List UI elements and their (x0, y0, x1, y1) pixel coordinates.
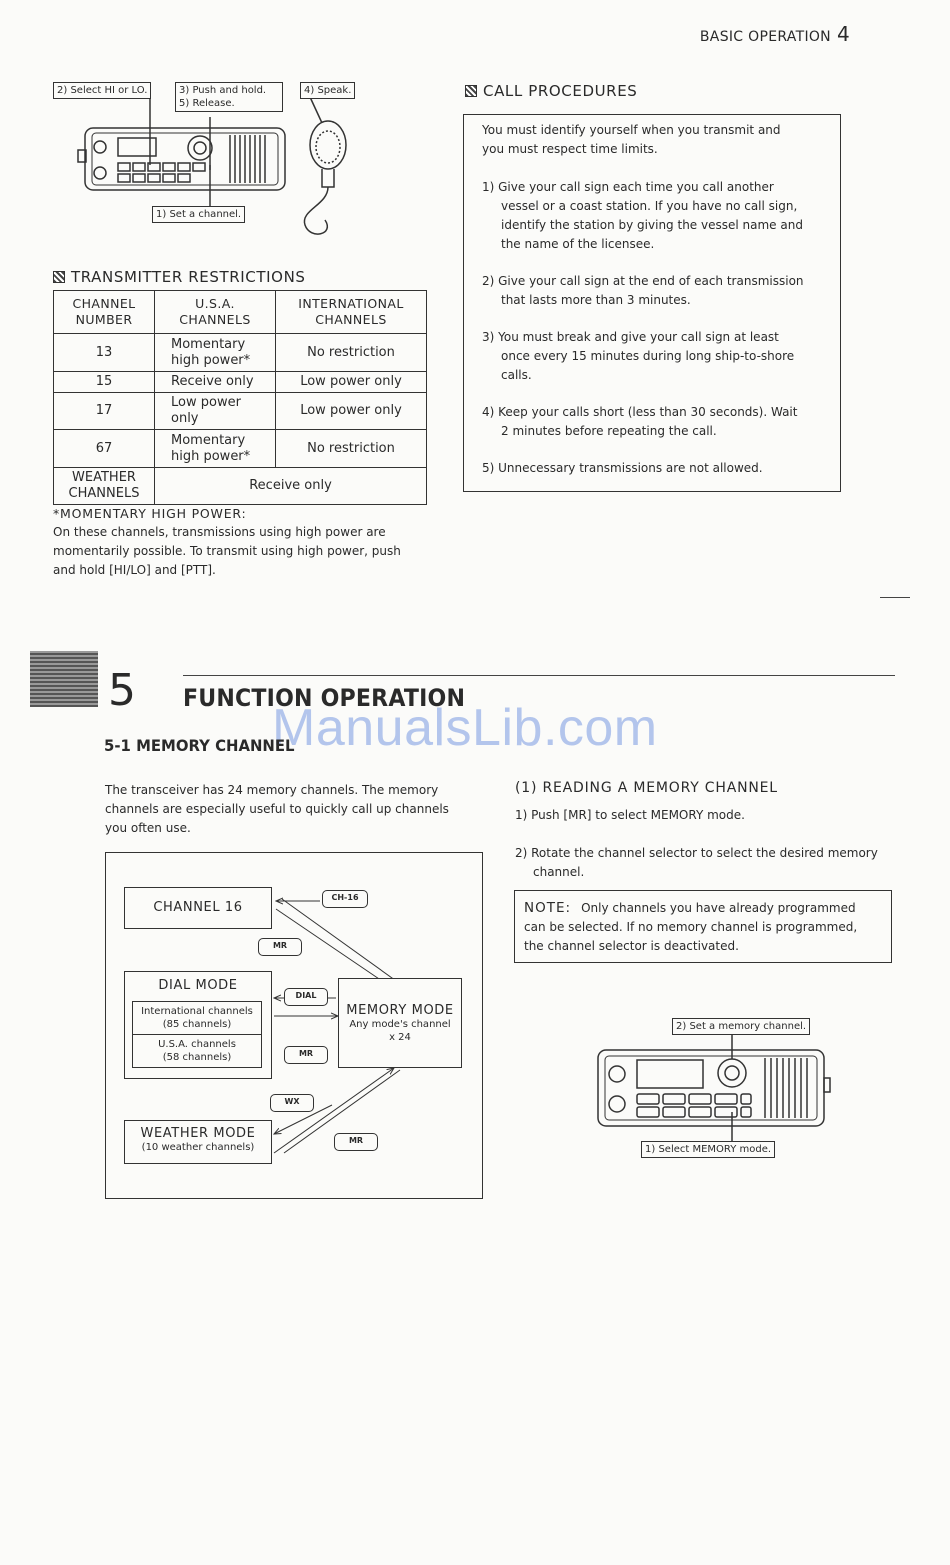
channel16-mode-box: CHANNEL 16 (124, 887, 272, 929)
page-header: BASIC OPERATION 4 (700, 22, 850, 46)
cell-intl: Low power only (275, 392, 427, 430)
corner-mark (880, 597, 910, 598)
reading-step-1: 1) Push [MR] to select MEMORY mode. (515, 808, 745, 822)
call-item-2: 2) Give your call sign at the end of eac… (482, 274, 804, 307)
usa-channels-box: U.S.A. channels(58 channels) (132, 1034, 262, 1068)
cell-usa: Receive only (154, 371, 276, 393)
cell-channel: 13 (53, 333, 155, 372)
chapter-number: 5 (108, 665, 136, 716)
mr-key-icon: MR (284, 1046, 328, 1064)
diagram-arrows (106, 853, 401, 1154)
cell-channel: 17 (53, 392, 155, 430)
table-row: 17 Low power only Low power only (53, 392, 427, 430)
transmitter-title: TRANSMITTER RESTRICTIONS (53, 268, 306, 286)
momentary-line: On these channels, transmissions using h… (53, 525, 386, 539)
watermark-logo: ManualsLib.com (272, 699, 658, 757)
call-item-5: 5) Unnecessary transmissions are not all… (482, 461, 763, 475)
note-label: NOTE: (524, 900, 572, 916)
note-box: NOTE:Only channels you have already prog… (514, 890, 892, 963)
mode-diagram: CHANNEL 16 DIAL MODE International chann… (105, 852, 483, 1199)
cell-intl: No restriction (275, 333, 427, 372)
callout-select-hi-lo: 2) Select HI or LO. (53, 82, 152, 99)
chapter-title: FUNCTION OPERATION (183, 684, 466, 712)
note-text: NOTE:Only channels you have already prog… (524, 900, 858, 953)
callout-select-memory-mode: 1) Select MEMORY mode. (641, 1141, 776, 1158)
call-intro: You must identify yourself when you tran… (482, 123, 781, 156)
momentary-line: momentarily possible. To transmit using … (53, 544, 401, 558)
chapter-rule (183, 675, 895, 676)
call-item-1: 1) Give your call sign each time you cal… (482, 180, 803, 251)
wx-key-icon: WX (270, 1094, 314, 1112)
cell-intl: Low power only (275, 371, 427, 393)
momentary-line: and hold [HI/LO] and [PTT]. (53, 563, 216, 577)
cell-channel: 15 (53, 371, 155, 393)
memory-intro: The transceiver has 24 memory channels. … (105, 783, 449, 835)
cell-channel: 67 (53, 429, 155, 468)
page-number: 4 (836, 22, 850, 46)
callout-release: 5) Release. (179, 98, 235, 109)
cell-intl: No restriction (275, 429, 427, 468)
callout-speak: 4) Speak. (300, 82, 356, 99)
table-row: 15 Receive only Low power only (53, 371, 427, 393)
intl-channels-box: International channels(85 channels) (132, 1001, 262, 1035)
mr-key-icon: MR (334, 1133, 378, 1151)
call-item-4: 4) Keep your calls short (less than 30 s… (482, 405, 798, 438)
header-section: BASIC OPERATION (699, 29, 831, 45)
dial-key-icon: DIAL (284, 988, 328, 1006)
call-title: CALL PROCEDURES (465, 82, 637, 100)
callout-push-release: 3) Push and hold. 5) Release. (175, 82, 283, 112)
memory-mode-box: MEMORY MODE Any mode's channel x 24 (338, 978, 462, 1068)
cell-usa: Low power only (154, 392, 276, 430)
callout-set-memory-channel: 2) Set a memory channel. (672, 1018, 811, 1035)
radio-memory-figure (597, 1035, 831, 1142)
callout-push-hold: 3) Push and hold. (179, 85, 267, 96)
cell-weather-value: Receive only (154, 467, 427, 505)
section-marker-icon (53, 271, 65, 283)
chapter-tab-marker (30, 651, 98, 707)
callout-set-channel: 1) Set a channel. (152, 206, 246, 223)
dial-mode-box: DIAL MODE International channels(85 chan… (124, 971, 272, 1079)
call-procedures-box: You must identify yourself when you tran… (463, 114, 841, 492)
radio-with-mic-figure (77, 95, 347, 235)
momentary-title: *MOMENTARY HIGH POWER: (53, 506, 247, 521)
reading-step-2: 2) Rotate the channel selector to select… (515, 846, 878, 879)
call-procedures-text: You must identify yourself when you tran… (482, 121, 827, 478)
mr-key-icon: MR (258, 938, 302, 956)
reading-title: (1) READING A MEMORY CHANNEL (515, 780, 778, 796)
weather-mode-box: WEATHER MODE (10 weather channels) (124, 1120, 272, 1164)
call-item-3: 3) You must break and give your call sig… (482, 330, 795, 382)
col-header-usa: U.S.A.CHANNELS (154, 290, 276, 334)
section-marker-icon (465, 85, 477, 97)
memory-section-title: 5-1 MEMORY CHANNEL (104, 736, 295, 755)
ch16-key-icon: CH-16 (322, 890, 368, 908)
momentary-note: *MOMENTARY HIGH POWER: On these channels… (53, 506, 428, 580)
